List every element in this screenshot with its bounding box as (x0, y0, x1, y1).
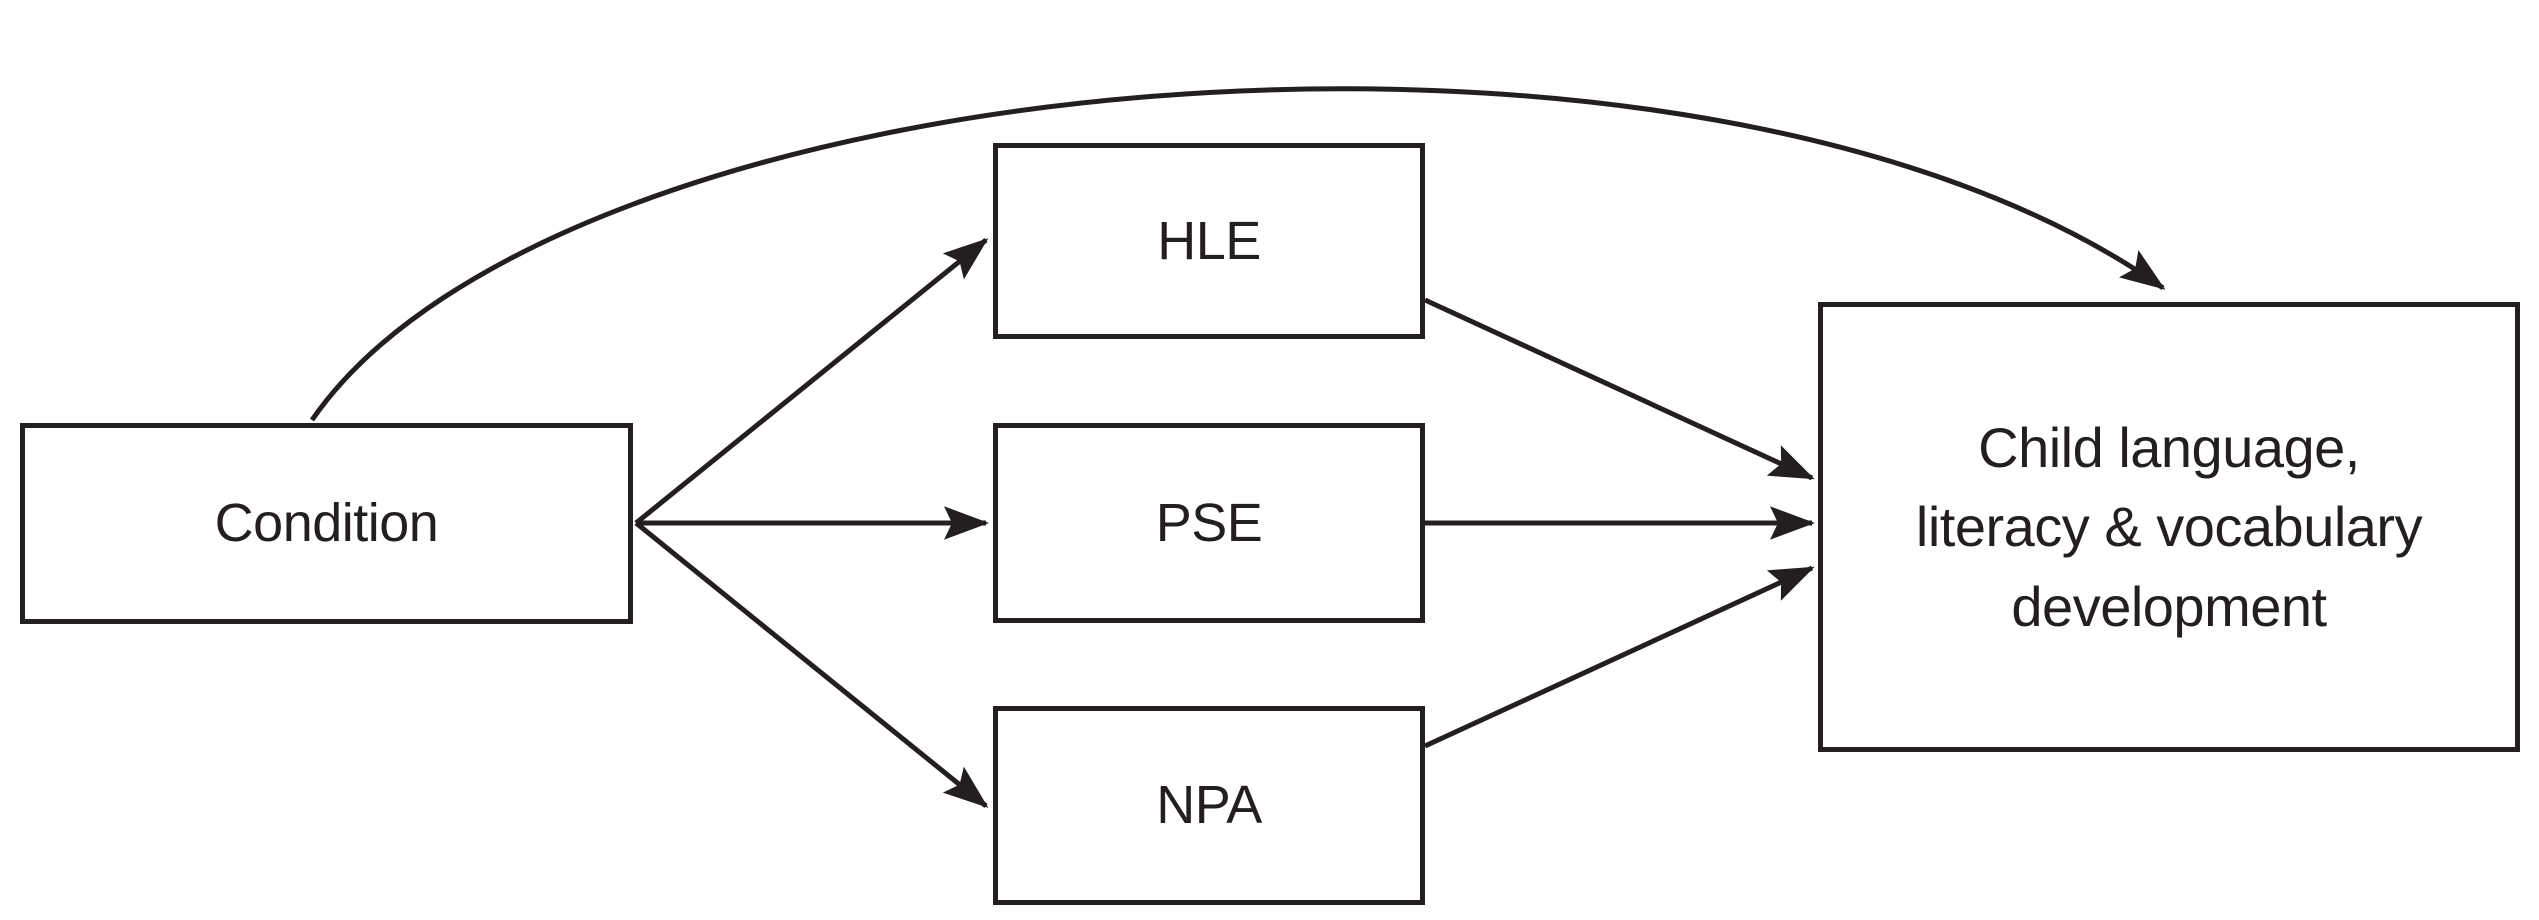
node-outcome[interactable]: Child language, literacy & vocabulary de… (1818, 302, 2520, 752)
node-pse[interactable]: PSE (993, 423, 1425, 623)
node-condition[interactable]: Condition (20, 423, 633, 624)
node-condition-label: Condition (214, 493, 439, 554)
edge-npa-to-outcome (1423, 565, 1815, 749)
edge-condition-to-hle (634, 238, 989, 525)
edge-hle-to-outcome (1423, 297, 1815, 481)
node-outcome-label: Child language, literacy & vocabulary de… (1915, 415, 2423, 638)
edge-condition-to-npa (634, 521, 989, 808)
node-hle-label: HLE (1157, 210, 1261, 271)
node-npa-label: NPA (1156, 775, 1262, 836)
node-hle[interactable]: HLE (993, 143, 1425, 339)
node-pse-label: PSE (1155, 492, 1263, 553)
node-npa[interactable]: NPA (993, 706, 1425, 905)
edge-condition-to-outcome-curved (309, 86, 2166, 422)
